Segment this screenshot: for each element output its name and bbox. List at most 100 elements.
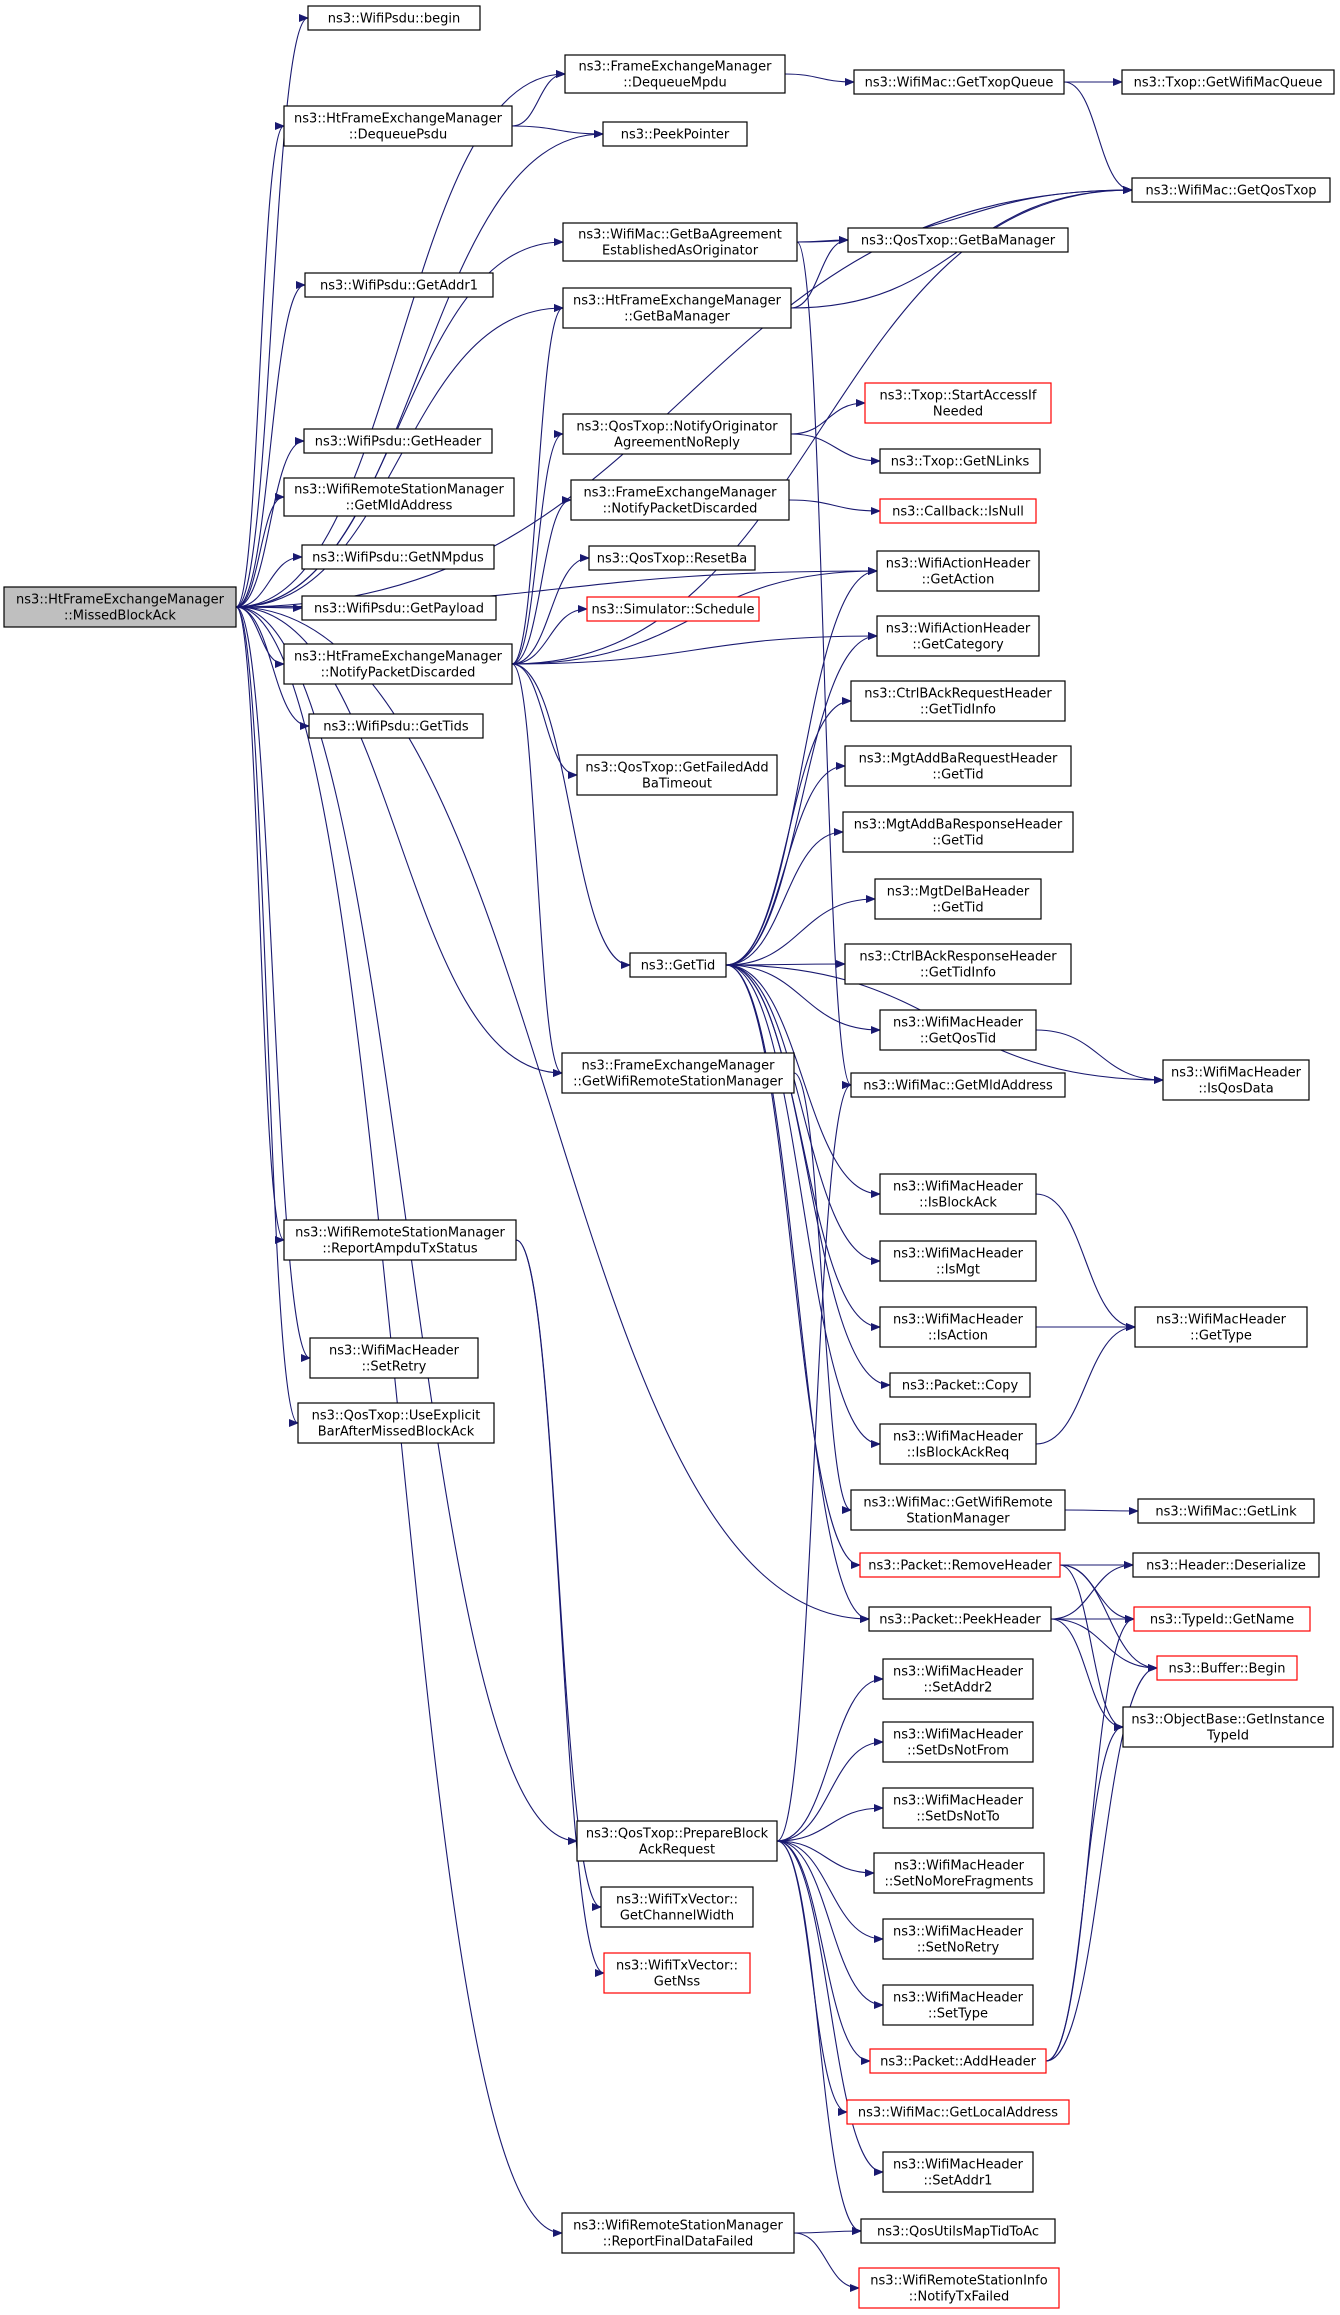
node-wm-get-qos-txop[interactable]: ns3::WifiMac::GetQosTxop (1131, 177, 1331, 203)
node-label: ::NotifyPacketDiscarded (603, 502, 758, 517)
node-fem-get-wrsm[interactable]: ns3::FrameExchangeManager::GetWifiRemote… (561, 1052, 795, 1094)
node-get-tid[interactable]: ns3::GetTid (629, 952, 727, 978)
node-label: ::GetTid (932, 834, 983, 849)
node-mgt-addba-req-get-tid[interactable]: ns3::MgtAddBaRequestHeader::GetTid (844, 745, 1072, 787)
node-box (874, 878, 1042, 920)
node-txop-get-wifi-mac-queue[interactable]: ns3::Txop::GetWifiMacQueue (1121, 69, 1335, 95)
node-box (304, 272, 494, 298)
node-wm-get-link[interactable]: ns3::WifiMac::GetLink (1137, 1498, 1315, 1524)
node-wmh-set-ds-not-from[interactable]: ns3::WifiMacHeader::SetDsNotFrom (882, 1721, 1034, 1763)
node-simulator-schedule[interactable]: ns3::Simulator::Schedule (586, 596, 760, 622)
node-htfem-notify-packet-discarded[interactable]: ns3::HtFrameExchangeManager::NotifyPacke… (283, 643, 513, 685)
node-header-deserialize[interactable]: ns3::Header::Deserialize (1132, 1552, 1320, 1578)
edge-root-to-htfem_get_ba_manager (235, 304, 564, 608)
edge-qostxop_prepare_bar-to-wmh_set_ds_not_to (776, 1804, 884, 1842)
node-label: ns3::WifiRemoteStationManager (295, 1226, 505, 1241)
node-fem-dequeue-mpdu[interactable]: ns3::FrameExchangeManager::DequeueMpdu (564, 54, 786, 94)
node-ctrl-back-resp-get-tid-info[interactable]: ns3::CtrlBAckResponseHeader::GetTidInfo (844, 943, 1072, 985)
node-mgt-delba-get-tid[interactable]: ns3::MgtDelBaHeader::GetTid (874, 878, 1042, 920)
node-wrsi-notify-tx-failed[interactable]: ns3::WifiRemoteStationInfo::NotifyTxFail… (858, 2267, 1060, 2309)
node-wmh-is-block-ack[interactable]: ns3::WifiMacHeader::IsBlockAck (879, 1173, 1037, 1215)
node-wrsm-report-ampdu[interactable]: ns3::WifiRemoteStationManager::ReportAmp… (283, 1219, 517, 1261)
node-wm-get-txop-queue[interactable]: ns3::WifiMac::GetTxopQueue (853, 69, 1065, 95)
node-psdu-get-addr1[interactable]: ns3::WifiPsdu::GetAddr1 (304, 272, 494, 298)
node-wmh-set-no-retry[interactable]: ns3::WifiMacHeader::SetNoRetry (882, 1918, 1034, 1960)
node-wm-get-wrsm[interactable]: ns3::WifiMac::GetWifiRemoteStationManage… (850, 1489, 1066, 1531)
node-label: ::GetWifiRemoteStationManager (573, 1075, 783, 1090)
node-wmh-is-qos-data[interactable]: ns3::WifiMacHeader::IsQosData (1162, 1059, 1310, 1101)
edge-wmh_get_qos_tid-to-wmh_is_qos_data (1035, 1029, 1164, 1084)
node-wmh-is-mgt[interactable]: ns3::WifiMacHeader::IsMgt (879, 1240, 1037, 1282)
node-psdu-begin[interactable]: ns3::WifiPsdu::begin (307, 5, 481, 31)
node-qostxop-get-ba-manager[interactable]: ns3::QosTxop::GetBaManager (847, 227, 1069, 253)
node-psdu-get-nmpdus[interactable]: ns3::WifiPsdu::GetNMpdus (301, 544, 495, 570)
node-wrsm-get-mld-address[interactable]: ns3::WifiRemoteStationManager::GetMldAdd… (283, 477, 515, 517)
node-wm-get-local-address[interactable]: ns3::WifiMac::GetLocalAddress (846, 2099, 1070, 2125)
node-label: ns3::QosUtilsMapTidToAc (877, 2225, 1039, 2240)
node-wm-get-mld-address[interactable]: ns3::WifiMac::GetMldAddress (850, 1072, 1066, 1098)
node-htfem-dequeue-psdu[interactable]: ns3::HtFrameExchangeManager::DequeuePsdu (283, 105, 513, 147)
node-wmh-set-retry[interactable]: ns3::WifiMacHeader::SetRetry (309, 1337, 479, 1379)
node-box (879, 498, 1037, 524)
node-label: ::GetCategory (912, 638, 1004, 653)
node-wmh-is-action[interactable]: ns3::WifiMacHeader::IsAction (879, 1306, 1037, 1348)
edge-packet_peek_header-to-buffer_begin (1050, 1618, 1158, 1672)
node-box (602, 121, 748, 147)
node-wmh-set-no-more-fragments[interactable]: ns3::WifiMacHeader::SetNoMoreFragments (873, 1852, 1045, 1894)
node-qostxop-notify-orig[interactable]: ns3::QosTxop::NotifyOriginatorAgreementN… (562, 413, 792, 455)
node-label: ns3::HtFrameExchangeManager (573, 294, 782, 309)
node-wah-get-category[interactable]: ns3::WifiActionHeader::GetCategory (876, 615, 1040, 657)
node-label: ns3::PeekPointer (621, 128, 730, 143)
edge-root-to-psdu_begin (235, 14, 309, 608)
node-mgt-addba-resp-get-tid[interactable]: ns3::MgtAddBaResponseHeader::GetTid (842, 811, 1074, 853)
node-label: ns3::WifiRemoteStationManager (573, 2219, 783, 2234)
node-label: ns3::WifiMacHeader (893, 2158, 1024, 2173)
node-wah-get-action[interactable]: ns3::WifiActionHeader::GetAction (876, 550, 1040, 592)
node-qos-utils-map-tid-to-ac[interactable]: ns3::QosUtilsMapTidToAc (860, 2218, 1056, 2244)
edge-root-to-wm_get_ba_agreement (235, 238, 564, 608)
node-qostxop-reset-ba[interactable]: ns3::QosTxop::ResetBa (588, 545, 756, 571)
node-wmh-set-type[interactable]: ns3::WifiMacHeader::SetType (882, 1984, 1034, 2026)
node-wmh-get-qos-tid[interactable]: ns3::WifiMacHeader::GetQosTid (879, 1009, 1037, 1051)
node-packet-peek-header[interactable]: ns3::Packet::PeekHeader (868, 1606, 1052, 1632)
node-packet-copy[interactable]: ns3::Packet::Copy (889, 1372, 1031, 1398)
edge-root-to-psdu_get_nmpdus (235, 553, 303, 608)
node-peek-pointer[interactable]: ns3::PeekPointer (602, 121, 748, 147)
node-callback-is-null[interactable]: ns3::Callback::IsNull (879, 498, 1037, 524)
node-wm-get-ba-agreement[interactable]: ns3::WifiMac::GetBaAgreementEstablishedA… (562, 222, 798, 262)
edge-htfem_notify_packet_discarded-to-fem_get_wrsm (511, 663, 563, 1077)
node-box (1156, 1655, 1298, 1681)
node-buffer-begin[interactable]: ns3::Buffer::Begin (1156, 1655, 1298, 1681)
node-packet-remove-header[interactable]: ns3::Packet::RemoveHeader (859, 1552, 1061, 1578)
node-txop-get-nlinks[interactable]: ns3::Txop::GetNLinks (879, 448, 1041, 474)
node-wmh-get-type[interactable]: ns3::WifiMacHeader::GetType (1134, 1306, 1308, 1348)
edge-get_tid-to-wmh_is_block_ack_req (725, 964, 881, 1448)
node-label: GetNss (654, 1975, 701, 1990)
node-box (864, 382, 1052, 424)
node-fem-notify-packet-discarded[interactable]: ns3::FrameExchangeManager::NotifyPacketD… (570, 479, 790, 521)
node-packet-add-header[interactable]: ns3::Packet::AddHeader (869, 2048, 1047, 2074)
node-layer: ns3::HtFrameExchangeManager::MissedBlock… (3, 5, 1335, 2309)
node-wmh-set-addr1[interactable]: ns3::WifiMacHeader::SetAddr1 (882, 2151, 1034, 2193)
node-ctrl-bar-get-tid-info[interactable]: ns3::CtrlBAckRequestHeader::GetTidInfo (850, 680, 1066, 722)
node-box (600, 1886, 754, 1928)
node-box (308, 713, 484, 739)
node-wmh-is-block-ack-req[interactable]: ns3::WifiMacHeader::IsBlockAckReq (879, 1423, 1037, 1465)
node-wmh-set-ds-not-to[interactable]: ns3::WifiMacHeader::SetDsNotTo (882, 1787, 1034, 1829)
node-wrsm-report-final-data-failed[interactable]: ns3::WifiRemoteStationManager::ReportFin… (561, 2212, 795, 2254)
node-txvector-get-channel-width[interactable]: ns3::WifiTxVector::GetChannelWidth (600, 1886, 754, 1928)
node-psdu-get-header[interactable]: ns3::WifiPsdu::GetHeader (303, 428, 493, 454)
node-qostxop-use-explicit-bar[interactable]: ns3::QosTxop::UseExplicitBarAfterMissedB… (297, 1402, 495, 1444)
node-txvector-get-nss[interactable]: ns3::WifiTxVector::GetNss (603, 1952, 751, 1994)
node-typeid-get-name[interactable]: ns3::TypeId::GetName (1133, 1606, 1311, 1632)
node-label: BaTimeout (642, 777, 712, 792)
edge-root-to-wrsm_get_mld_address (235, 493, 285, 608)
node-wmh-set-addr2[interactable]: ns3::WifiMacHeader::SetAddr2 (882, 1658, 1034, 1700)
node-psdu-get-tids[interactable]: ns3::WifiPsdu::GetTids (308, 713, 484, 739)
node-htfem-get-ba-manager[interactable]: ns3::HtFrameExchangeManager::GetBaManage… (562, 287, 792, 329)
node-psdu-get-payload[interactable]: ns3::WifiPsdu::GetPayload (301, 595, 497, 621)
